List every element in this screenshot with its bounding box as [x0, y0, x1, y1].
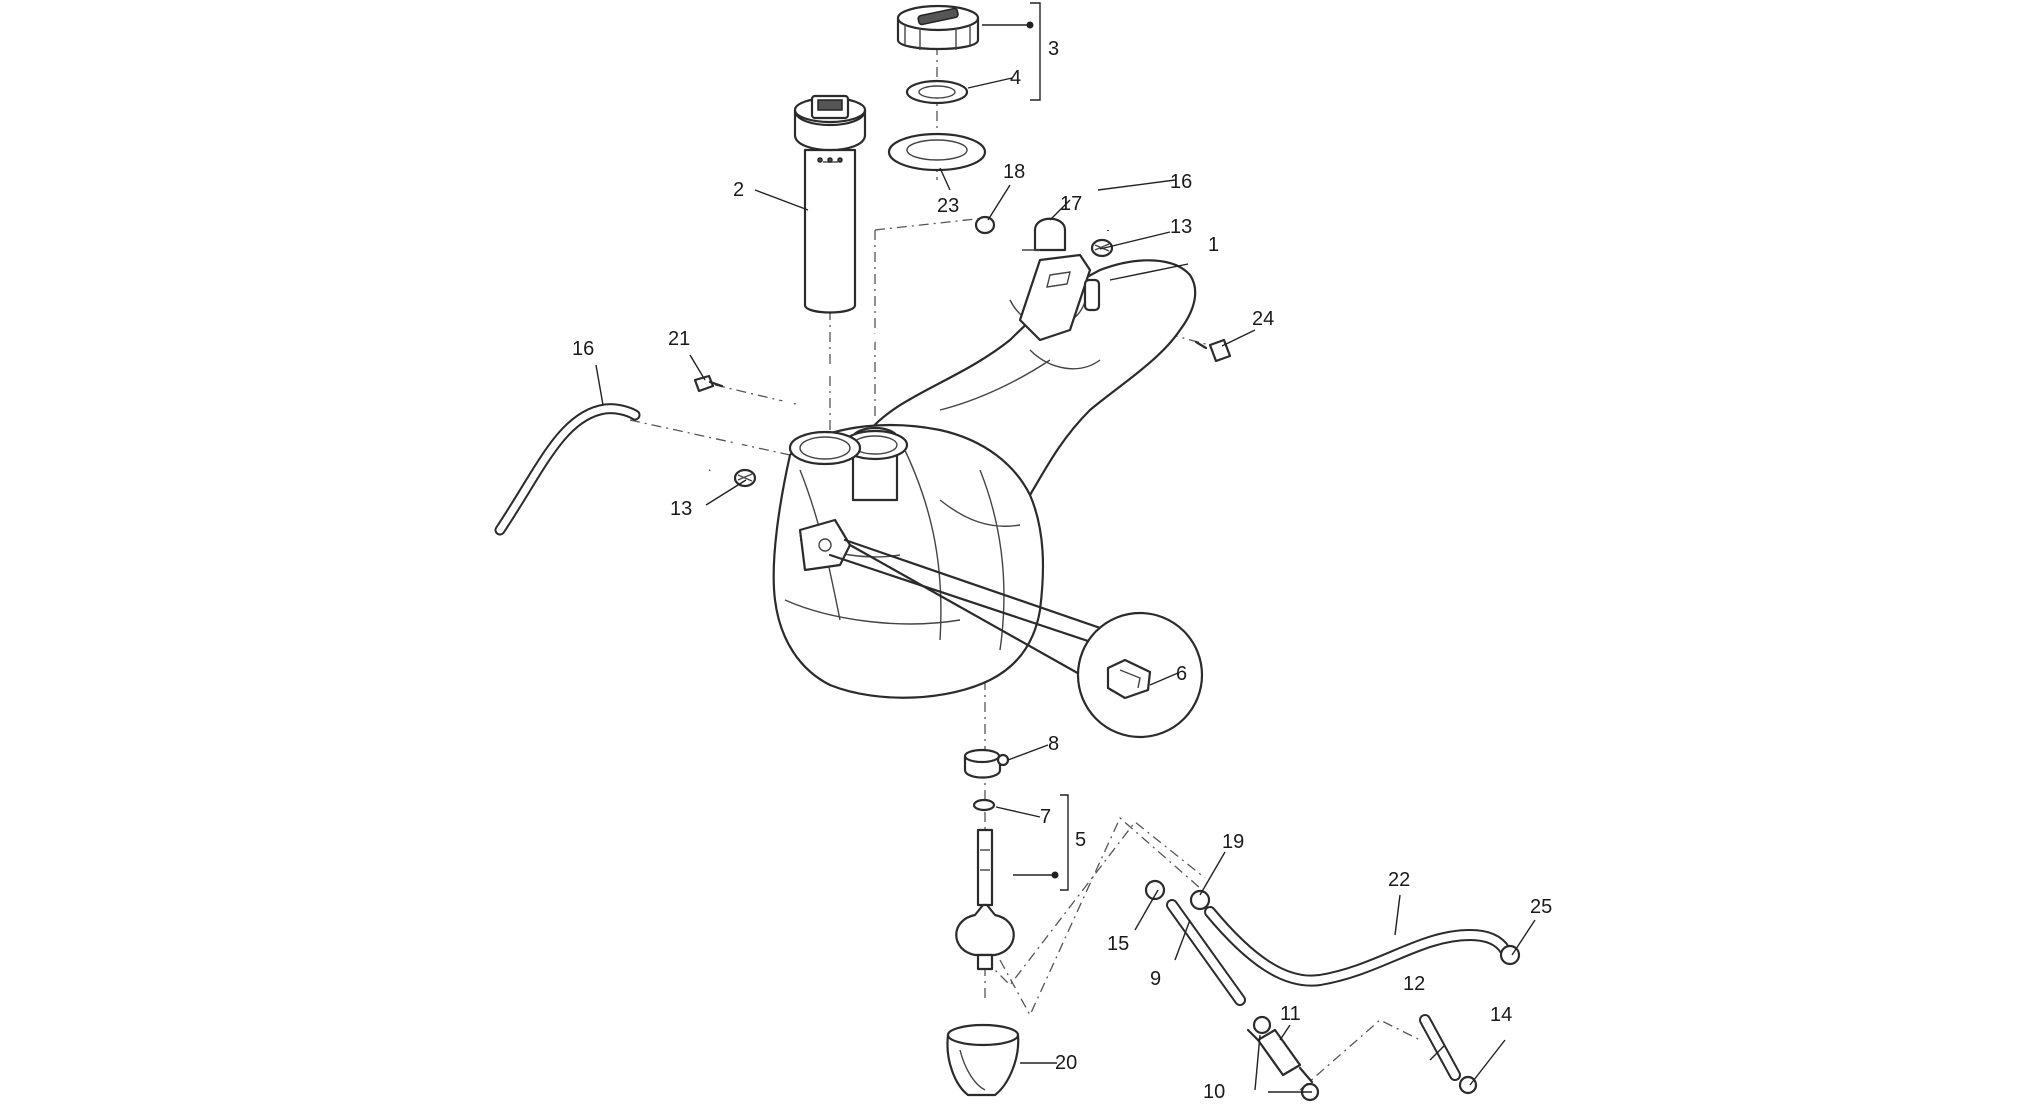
callout-5: 5: [1075, 829, 1086, 851]
grommet-18: [974, 215, 996, 235]
callout-16-lower: 16: [572, 338, 594, 360]
detail-view-clip: [828, 538, 1204, 739]
callout-7: 7: [1040, 806, 1051, 828]
bracket-17: [1022, 217, 1067, 252]
fuel-hose-22: [1204, 906, 1511, 987]
callout-21: 21: [668, 328, 690, 350]
callout-13-upper: 13: [1170, 216, 1192, 238]
callout-12: 12: [1403, 973, 1425, 995]
clamp-19: [1189, 889, 1211, 911]
filler-ring: [887, 132, 987, 172]
callout-15: 15: [1107, 933, 1129, 955]
callout-9: 9: [1150, 968, 1161, 990]
callout-14: 14: [1490, 1004, 1512, 1026]
washer-7: [972, 798, 996, 812]
clamp-13-lower: [733, 468, 757, 488]
callout-1: 1: [1208, 234, 1219, 256]
vent-hose-lower: [494, 403, 641, 536]
clamp-14: [1458, 1075, 1478, 1095]
callout-18: 18: [1003, 161, 1025, 183]
hose-clamp-8: [963, 748, 1010, 779]
callout-25: 25: [1530, 896, 1552, 918]
filter-cup-20: [946, 1023, 1020, 1097]
bolt-24: [1194, 338, 1232, 363]
fuel-hose-9: [1166, 899, 1246, 1006]
callout-24: 24: [1252, 308, 1274, 330]
fuel-pump-unit: [793, 94, 867, 314]
callout-labels: 1 2 3 4 5 6 7 8 9 10 11 12 13 13 14 15 1…: [572, 38, 1552, 1103]
callout-17: 17: [1060, 193, 1082, 215]
callout-23: 23: [937, 195, 959, 217]
callout-8: 8: [1048, 733, 1059, 755]
callout-10: 10: [1203, 1081, 1225, 1103]
callout-4: 4: [1010, 67, 1021, 89]
vent-hose-upper: [707, 170, 1112, 473]
callout-11: 11: [1280, 1003, 1301, 1025]
fuel-tap-5: [955, 828, 1015, 971]
clamp-15: [1144, 879, 1166, 901]
callout-20: 20: [1055, 1052, 1077, 1074]
filler-cap: [896, 4, 980, 51]
fuel-tank: [772, 253, 1197, 699]
inline-filter-11: [1246, 1028, 1314, 1084]
cap-gasket: [905, 79, 969, 105]
callout-2: 2: [733, 179, 744, 201]
callout-19: 19: [1222, 831, 1244, 853]
leader-lines: [595, 2, 1536, 1093]
hose-stub-12: [1419, 1014, 1461, 1081]
callout-6: 6: [1176, 663, 1187, 685]
bolt-21: [693, 374, 724, 393]
callout-22: 22: [1388, 869, 1410, 891]
callout-13-lower: 13: [670, 498, 692, 520]
callout-3: 3: [1048, 38, 1059, 60]
callout-16-upper: 16: [1170, 171, 1192, 193]
